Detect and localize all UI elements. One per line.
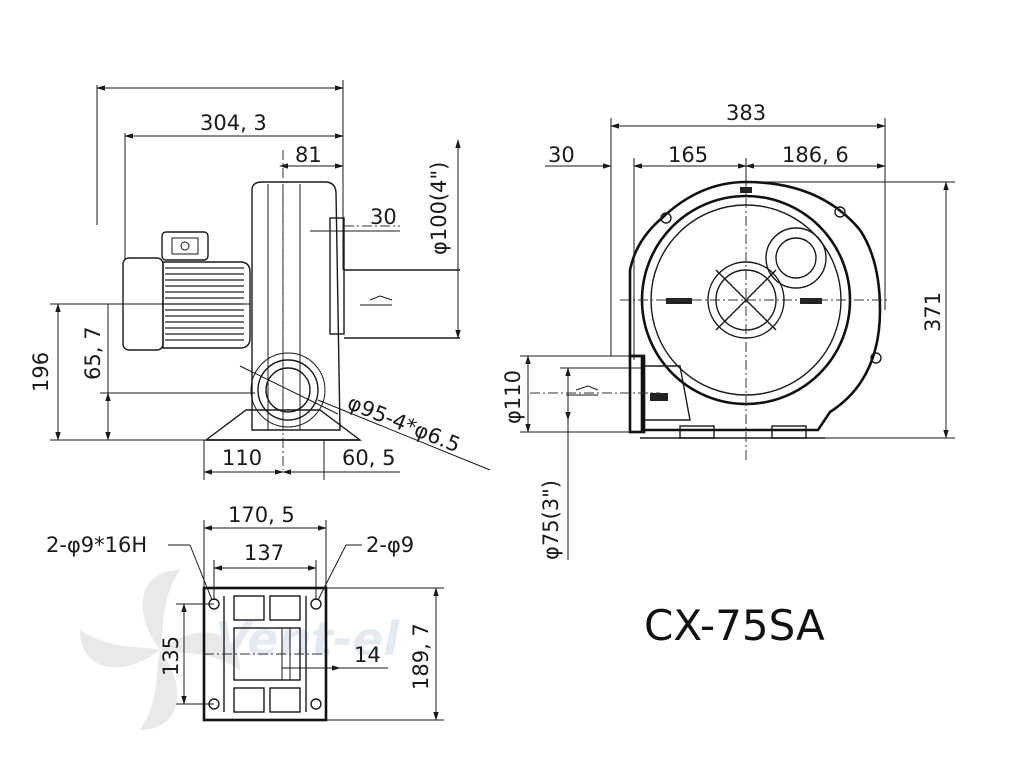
callout-round-holes: 2-φ9 [366,533,414,557]
dim-hole-spacing: 14 [354,643,381,667]
side-view: 304, 3 81 30 φ100(4") 196 65, 7 110 60, … [29,80,491,480]
dim-base-right: 60, 5 [342,446,395,470]
front-view: 383 30 165 186, 6 371 φ110 φ75(3") [501,101,955,560]
dim-base-depth-inner: 135 [159,636,183,676]
dim-front-left-offset: 30 [548,143,575,167]
dim-base-width-outer: 170, 5 [228,503,295,527]
dim-base-left: 110 [222,446,262,470]
callout-slot-holes: 2-φ9*16H [46,533,147,557]
dim-total-height: 196 [29,352,53,392]
dim-front-left-width: 165 [668,143,708,167]
dim-base-depth-outer: 189, 7 [409,623,433,690]
dim-front-right-width: 186, 6 [782,143,849,167]
base-view: 170, 5 137 2-φ9*16H 2-φ9 135 189, 7 14 [46,503,444,722]
dim-outlet-outer: φ110 [501,370,525,424]
model-label: CX-75SA [644,601,825,650]
dim-motor-offset: 81 [295,143,322,167]
watermark-text: Vent-el [215,612,400,666]
watermark-logo: Vent-el [80,570,400,730]
blower-housing [203,181,460,441]
dim-outlet-diameter: φ100(4") [427,162,451,255]
dim-front-overall-width: 383 [726,101,766,125]
dim-outlet-offset: 30 [370,205,397,229]
dim-front-height: 371 [921,292,945,332]
motor [122,231,251,351]
dim-overall-length: 304, 3 [200,111,267,135]
dim-inlet-height: 65, 7 [81,327,105,380]
dim-outlet-inner: φ75(3") [539,480,563,560]
dim-base-width-inner: 137 [244,541,284,565]
